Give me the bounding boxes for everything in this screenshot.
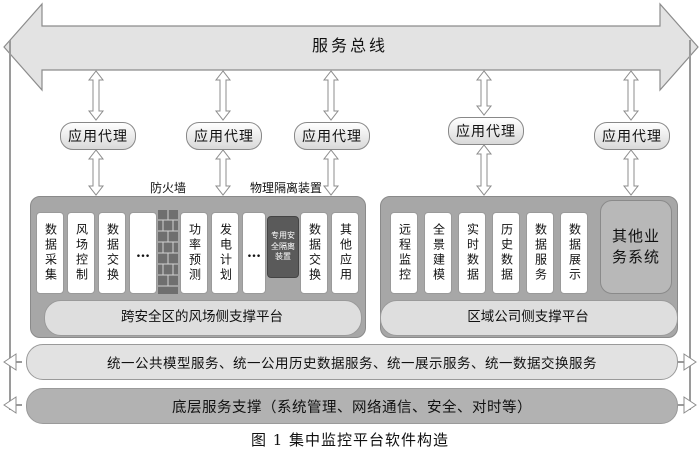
module-data-service: 数据服务: [526, 212, 554, 294]
regional-platform-bar: [380, 300, 678, 336]
other-business-system: 其他业务系统: [600, 200, 672, 294]
wind-platform-bar: [44, 300, 362, 336]
firewall-graphic: [158, 210, 178, 294]
connector-bus-proxy: [87, 70, 640, 121]
base-services-bar: 底层服务支撑（系统管理、网络通信、安全、对时等）: [26, 388, 678, 424]
module-history-data: 历史数据: [492, 212, 520, 294]
figure-caption: 图 1 集中监控平台软件构造: [250, 431, 450, 449]
module-panorama-modeling: 全景建模: [424, 212, 452, 294]
module-data-display: 数据展示: [560, 212, 588, 294]
module-data-exchange-2: 数据交换: [300, 212, 328, 294]
app-proxy-1: 应用代理: [60, 122, 136, 150]
module-data-exchange-1: 数据交换: [98, 212, 126, 294]
connector-proxy-platform: [87, 144, 640, 196]
module-remote-monitoring: 远程监控: [390, 212, 418, 294]
module-other-apps: 其他应用: [331, 212, 359, 294]
firewall-label: 防火墙: [150, 181, 187, 195]
module-ellipsis-1: …: [129, 212, 157, 294]
module-ellipsis-2: …: [242, 212, 266, 294]
service-bus-label: 服务总线: [311, 36, 388, 55]
module-realtime-data: 实时数据: [458, 212, 486, 294]
side-arrowheads: [3, 353, 697, 414]
app-proxy-5: 应用代理: [594, 122, 670, 150]
module-data-acquisition: 数据采集: [36, 212, 64, 294]
isolation-label: 物理隔离装置: [250, 181, 323, 195]
module-power-forecast: 功率预测: [180, 212, 208, 294]
wind-platform-label: 跨安全区的风场侧支撑平台: [121, 309, 283, 325]
isolation-device: 专用安全隔离装置: [267, 216, 299, 278]
app-proxy-2: 应用代理: [186, 122, 262, 150]
regional-platform-label: 区域公司侧支撑平台: [467, 309, 589, 325]
module-generation-plan: 发电计划: [211, 212, 239, 294]
app-proxy-4: 应用代理: [448, 117, 524, 145]
app-proxy-3: 应用代理: [294, 122, 370, 150]
module-wind-control: 风场控制: [67, 212, 95, 294]
unified-services-bar: 统一公共模型服务、统一公用历史数据服务、统一展示服务、统一数据交换服务: [26, 344, 678, 380]
service-bus-arrow: [3, 2, 699, 92]
